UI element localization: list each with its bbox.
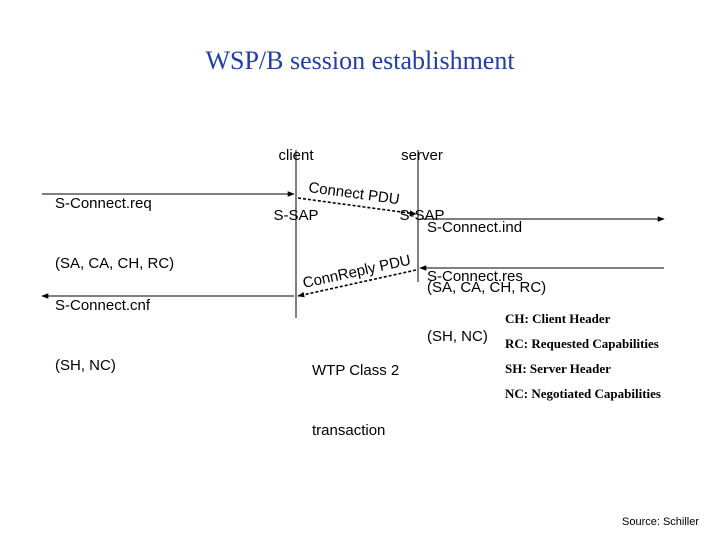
wtp-line-1: WTP Class 2 [312,362,400,379]
s-connect-req-name: S-Connect.req [55,195,152,212]
wtp-transaction-label: WTP Class 2 transaction [312,321,399,481]
s-connect-ind-name: S-Connect.ind [427,219,523,236]
legend-sh: SH: Server Header [505,361,611,376]
source-credit: Source: Schiller [622,516,700,528]
legend-ch: CH: Client Header [505,311,611,326]
connreply-pdu-arrow [297,269,417,298]
s-connect-ind-label: S-Connect.ind (SA, CA, CH, RC) [427,178,546,338]
server-sap-line-1: server [401,147,443,164]
slide-title: WSP/B session establishment [205,46,515,75]
s-connect-cnf-label: S-Connect.cnf (SH, NC) [55,256,150,416]
wtp-line-2: transaction [312,422,386,439]
legend-rc: RC: Requested Capabilities [505,336,659,351]
connreply-pdu-label: ConnReply PDU [301,252,412,292]
s-connect-res-name: S-Connect.res [427,268,523,285]
legend-nc: NC: Negotiated Capabilities [505,386,661,401]
s-connect-cnf-params: (SH, NC) [55,357,116,374]
s-connect-cnf-name: S-Connect.cnf [55,297,151,314]
s-connect-req-label: S-Connect.req (SA, CA, CH, RC) [55,154,174,314]
s-connect-req-params: (SA, CA, CH, RC) [55,255,175,272]
connect-pdu-label: Connect PDU [307,179,400,208]
s-connect-ind-params: (SA, CA, CH, RC) [427,279,547,296]
s-connect-res-params: (SH, NC) [427,328,488,345]
s-connect-res-label: S-Connect.res (SH, NC) [427,227,523,387]
